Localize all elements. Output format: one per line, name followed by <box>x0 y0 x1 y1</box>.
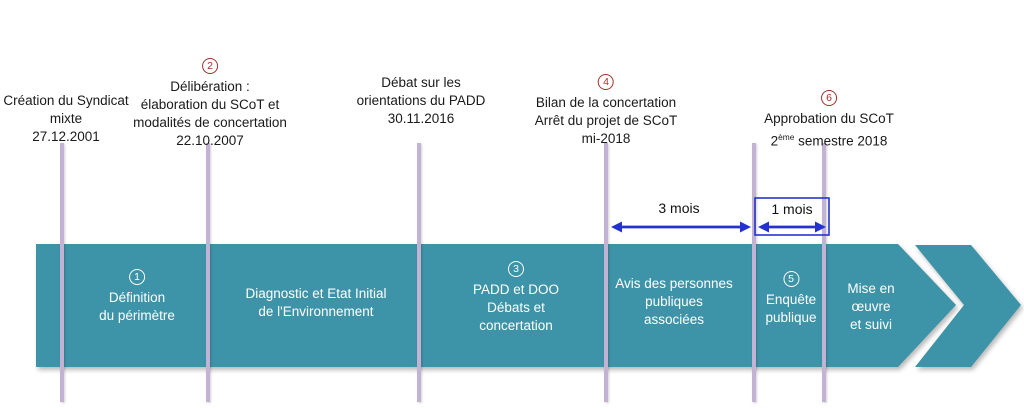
timeline-line-2 <box>206 143 210 402</box>
milestone-date: 30.11.2016 <box>387 111 455 126</box>
milestone-date: mi-2018 <box>581 131 631 147</box>
phase-line: publiques <box>645 294 703 309</box>
duration-label-1-mois: 1 mois <box>771 201 813 217</box>
milestone-date: 22.10.2007 <box>176 133 244 149</box>
phase-line: Diagnostic et Etat Initial <box>245 286 387 301</box>
phase-line: associées <box>643 312 705 327</box>
next-chevron <box>915 245 1021 367</box>
milestone-line: Délibération : <box>170 79 250 95</box>
milestone-line: modalités de concertation <box>133 115 287 131</box>
milestone-line: orientations du PADD <box>356 93 486 108</box>
timeline-line-6 <box>822 143 826 402</box>
process-band-arrow <box>36 244 956 367</box>
phase-definition-perimetre: 1 Définition du périmètre <box>99 267 175 325</box>
milestone-line: mixte <box>49 111 83 126</box>
milestone-line: Création du Syndicat <box>3 93 129 108</box>
milestone-line: Bilan de la concertation <box>535 95 677 111</box>
milestone-approbation: 6 Approbation du SCoT 2ème semestre 2018 <box>764 88 894 151</box>
milestone-line: Approbation du SCoT <box>764 111 894 127</box>
milestone-line: Arrêt du projet de SCoT <box>534 113 678 129</box>
timeline-line-3 <box>417 143 421 402</box>
phase-line: Enquête <box>765 292 817 308</box>
phase-line: et suivi <box>849 317 893 332</box>
phase-diagnostic: Diagnostic et Etat Initial de l'Environn… <box>245 285 386 321</box>
milestone-debat-padd: Débat sur les orientations du PADD 30.11… <box>357 74 486 128</box>
phase-enquete-publique: 5 Enquête publique <box>765 269 817 327</box>
phase-line: du périmètre <box>99 308 175 324</box>
phase-padd-doo: 3 PADD et DOO Débats et concertation <box>473 259 559 335</box>
milestone-bilan-concertation: 4 Bilan de la concertation Arrêt du proj… <box>534 72 678 148</box>
phase-number-1: 1 <box>128 269 145 286</box>
phase-number-5: 5 <box>782 271 799 288</box>
phase-line: PADD et DOO <box>472 282 560 298</box>
phase-line: œuvre <box>851 299 891 314</box>
milestone-date: 27.12.2001 <box>32 129 100 144</box>
milestone-deliberation: 2 Délibération : élaboration du SCoT et … <box>133 56 287 150</box>
milestone-creation-syndicat: Création du Syndicat mixte 27.12.2001 <box>3 92 128 146</box>
duration-arrow-1-mois <box>758 221 826 233</box>
milestone-line: élaboration du SCoT et <box>140 97 280 113</box>
duration-label-3-mois: 3 mois <box>658 200 700 216</box>
phase-avis-personnes-publiques: Avis des personnes publiques associées <box>615 275 733 329</box>
phase-line: publique <box>765 310 817 326</box>
timeline-line-5 <box>752 143 756 402</box>
phase-mise-en-oeuvre: Mise en œuvre et suivi <box>847 280 894 334</box>
phase-line: concertation <box>479 318 553 334</box>
milestone-number-4: 4 <box>597 74 614 91</box>
milestone-number-6: 6 <box>821 90 837 107</box>
phase-line: Définition <box>108 290 166 306</box>
milestone-number-2: 2 <box>202 58 218 75</box>
duration-arrow-3-mois <box>611 221 751 233</box>
phase-line: de l'Environnement <box>258 304 374 319</box>
phase-line: Mise en <box>847 281 895 296</box>
phase-line: Débats et <box>487 300 545 316</box>
milestone-line: Débat sur les <box>381 75 461 90</box>
duration-box-1-mois <box>754 197 830 236</box>
timeline-line-1 <box>60 143 64 402</box>
phase-line: Avis des personnes <box>615 276 733 291</box>
milestone-date: 2ème semestre 2018 <box>770 132 888 149</box>
phase-number-3: 3 <box>508 261 524 278</box>
timeline-line-4 <box>604 143 608 402</box>
